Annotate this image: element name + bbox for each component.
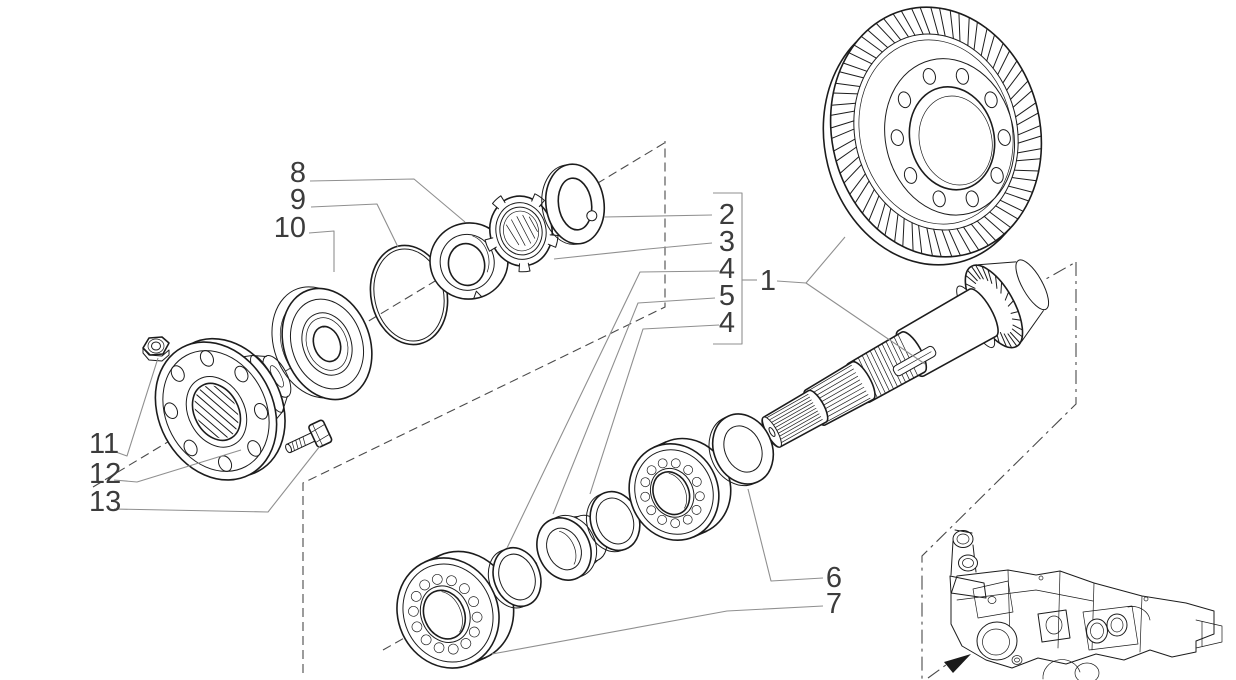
callout-1: 1 [760,265,776,297]
callout-3: 3 [719,226,735,258]
leader-2 [603,214,713,218]
leader-12 [113,449,242,483]
callout-10: 10 [274,212,306,244]
shim-ring-a [487,546,542,609]
crown-wheel-gear [822,6,1043,266]
shim-ring-b [585,490,641,553]
bearing-cone [429,222,509,300]
hex-bolt [285,419,333,454]
leader-1 [776,236,926,365]
leader-6 [747,488,824,582]
tapered-roller-bearing-small [628,437,732,542]
callout-2: 2 [719,199,735,231]
callout-12: 12 [89,458,121,490]
thrust-washer [708,413,775,487]
location-arrow-icon [944,654,971,673]
leader-13 [113,445,321,513]
leader-10 [308,230,335,272]
bracket [713,192,743,345]
castellated-ring-nut [484,193,559,273]
leader-4a [506,270,720,549]
seal-carrier-disc [271,286,373,401]
callout-4-lower: 4 [719,307,735,339]
callout-5: 5 [719,280,735,312]
callout-4-upper: 4 [719,253,735,285]
leader-8 [309,178,466,223]
callout-7: 7 [826,588,842,620]
callout-13: 13 [89,486,121,518]
leader-9 [310,203,399,248]
tapered-roller-bearing-large [396,550,515,669]
leader-5 [552,297,716,515]
hex-nut [142,336,170,362]
leader-4b [589,324,720,495]
leader-7 [491,605,824,655]
callout-9: 9 [290,184,306,216]
pinion-shaft [761,259,1050,448]
leader-lines [112,178,926,655]
tab-lock-washer [541,163,606,245]
callout-11: 11 [89,428,119,460]
leader-3 [553,242,713,260]
callout-6: 6 [826,562,842,594]
callout-8: 8 [290,157,306,189]
callout-labels: 1 2 3 4 5 4 8 9 10 11 12 13 6 7 [89,157,842,620]
phantom-outline [302,141,666,673]
leader-11 [112,357,159,457]
drive-flange [154,337,292,481]
arrow-tail [927,661,951,679]
inset-boundary [921,262,1077,680]
axle-housing-inset [949,529,1223,680]
